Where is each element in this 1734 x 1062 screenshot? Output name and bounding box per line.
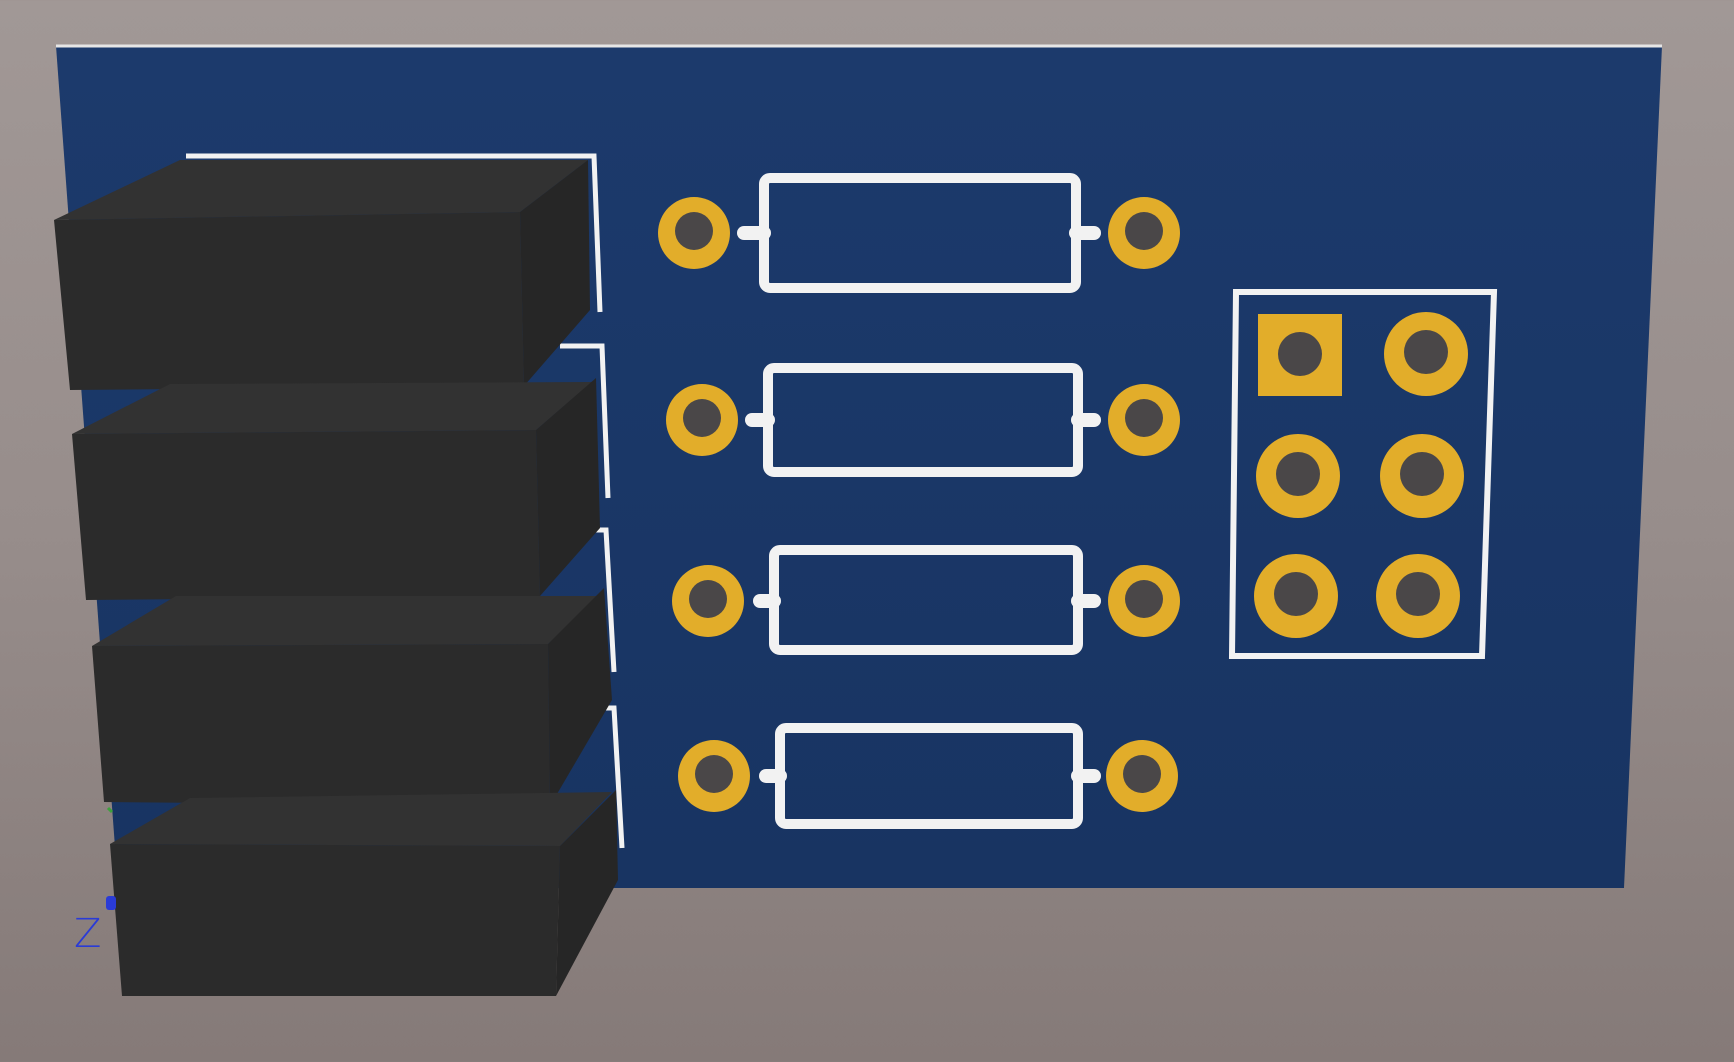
resistor-r3[interactable] (753, 545, 1101, 655)
z-axis-label: Z (74, 911, 102, 957)
connector-body-front (110, 844, 560, 996)
connector-body-front (54, 212, 524, 390)
drill-hole (1123, 755, 1161, 793)
connector-j2[interactable] (72, 378, 600, 600)
drill-hole (1125, 212, 1163, 250)
drill-hole (1125, 399, 1163, 437)
connector-j4[interactable] (110, 790, 618, 996)
connector-j3[interactable] (92, 588, 612, 806)
drill-hole (1125, 580, 1163, 618)
connector-silkscreen-bracket (560, 343, 611, 499)
drill-hole (1276, 452, 1320, 496)
drill-hole (683, 399, 721, 437)
drill-hole (1278, 332, 1322, 376)
connector-silkscreen-bracket (186, 153, 603, 313)
drill-hole (1396, 572, 1440, 616)
connector-body-top (92, 596, 600, 646)
resistor-r4[interactable] (759, 723, 1101, 829)
pin-header-silkscreen-outline (1228, 289, 1498, 659)
connector-body-side (548, 588, 612, 806)
connector-body-top (72, 382, 592, 434)
resistor-pads (658, 197, 1180, 812)
axis-gizmo-marker (106, 896, 116, 910)
connector-j1[interactable] (54, 160, 590, 390)
drill-hole (1274, 572, 1318, 616)
drill-hole (1400, 452, 1444, 496)
drill-hole (695, 755, 733, 793)
axis-gizmo-y-tick (106, 806, 114, 814)
drill-hole (675, 212, 713, 250)
resistor-r2[interactable] (745, 363, 1101, 477)
pin-header-2x3[interactable] (1228, 289, 1498, 659)
connector-body-side (536, 378, 600, 596)
connector-body-front (72, 430, 540, 600)
connector-body-side (520, 160, 590, 386)
connector-body-side (556, 790, 618, 996)
drill-hole (1404, 330, 1448, 374)
resistor-r1[interactable] (737, 173, 1101, 293)
connector-body-top (54, 160, 588, 220)
drill-hole (689, 580, 727, 618)
connector-body-top (110, 792, 612, 846)
connector-body-front (92, 644, 550, 806)
